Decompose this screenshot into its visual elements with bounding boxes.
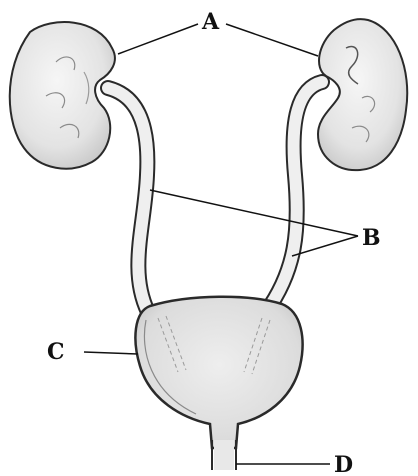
label-a: A bbox=[202, 11, 219, 33]
label-c: C bbox=[47, 341, 65, 363]
label-b: B bbox=[362, 227, 381, 249]
label-d: D bbox=[334, 454, 353, 476]
leader-line-c bbox=[84, 352, 138, 354]
right-ureter bbox=[266, 82, 322, 312]
leader-line-a-right bbox=[226, 24, 318, 56]
leader-line-a-left bbox=[118, 24, 198, 54]
leader-line-b-upper bbox=[150, 190, 358, 236]
bladder bbox=[135, 297, 302, 448]
urethra bbox=[212, 440, 236, 470]
left-kidney bbox=[10, 22, 115, 169]
left-ureter bbox=[108, 88, 148, 312]
right-kidney bbox=[318, 19, 407, 170]
